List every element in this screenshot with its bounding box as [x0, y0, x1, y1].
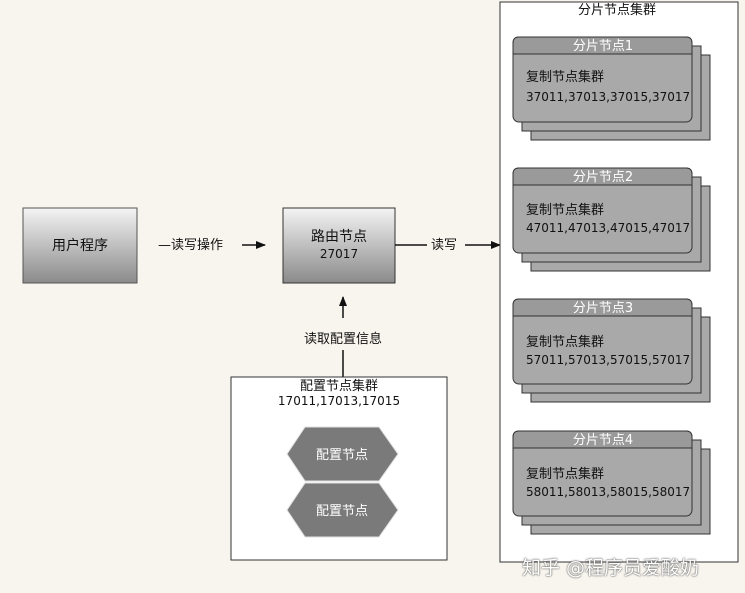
shard-group-4: 分片节点4 复制节点集群 58011,58013,58015,58017: [512, 430, 711, 535]
config-node-1: 配置节点: [286, 426, 399, 482]
shard-2-tab: 分片节点2: [573, 170, 633, 185]
config-node-1-label: 配置节点: [316, 448, 368, 463]
shard-1-ports: 37011,37013,37015,37017: [526, 90, 690, 104]
shard-3-title: 复制节点集群: [526, 334, 604, 350]
user-program-node: 用户程序: [22, 207, 138, 284]
edge-user-to-router: —读写操作: [158, 237, 266, 253]
shard-cluster-title: 分片节点集群: [578, 2, 656, 18]
edge-user-to-router-label: —读写操作: [158, 237, 223, 253]
edge-config-to-router: 读取配置信息: [304, 296, 382, 377]
shard-3-tab: 分片节点3: [573, 301, 633, 316]
shard-1-title: 复制节点集群: [526, 69, 604, 85]
shard-4-title: 复制节点集群: [526, 466, 604, 482]
router-node: 路由节点 27017: [282, 207, 396, 284]
config-cluster: 配置节点集群 17011,17013,17015 配置节点 配置节点: [230, 376, 448, 561]
shard-3-ports: 57011,57013,57015,57017: [526, 353, 690, 367]
shard-group-2: 分片节点2 复制节点集群 47011,47013,47015,47017: [512, 167, 711, 272]
config-cluster-ports: 17011,17013,17015: [278, 394, 400, 408]
shard-4-tab: 分片节点4: [573, 433, 633, 448]
shard-cluster: 分片节点集群 分片节点1 复制节点集群 37011,37013,37015,37…: [499, 1, 739, 563]
router-port: 27017: [320, 247, 358, 261]
shard-2-ports: 47011,47013,47015,47017: [526, 221, 690, 235]
watermark: 知乎 @程序员爱酸奶: [522, 557, 700, 579]
shard-1-tab: 分片节点1: [573, 39, 633, 54]
router-title: 路由节点: [311, 229, 367, 245]
shard-group-1: 分片节点1 复制节点集群 37011,37013,37015,37017: [512, 36, 711, 141]
user-program-label: 用户程序: [52, 237, 108, 254]
edge-router-to-shards-label: 读写: [431, 238, 457, 253]
edge-config-to-router-label: 读取配置信息: [304, 331, 382, 347]
config-cluster-title: 配置节点集群: [300, 378, 378, 394]
shard-group-3: 分片节点3 复制节点集群 57011,57013,57015,57017: [512, 298, 711, 403]
shard-4-ports: 58011,58013,58015,58017: [526, 485, 690, 499]
shard-2-title: 复制节点集群: [526, 202, 604, 218]
edge-router-to-shards: 读写: [395, 238, 501, 253]
config-node-2: 配置节点: [286, 482, 399, 538]
config-node-2-label: 配置节点: [316, 504, 368, 519]
